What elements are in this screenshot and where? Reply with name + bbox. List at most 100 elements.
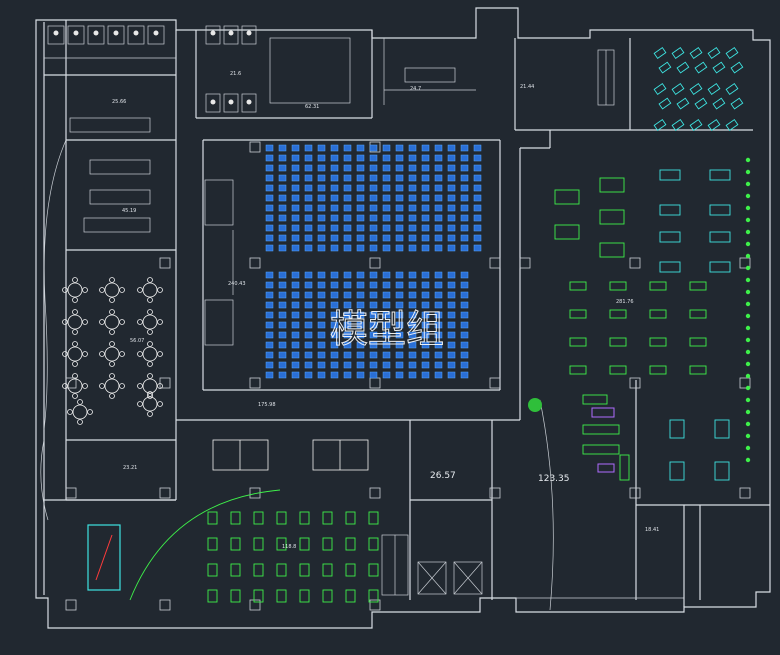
chair xyxy=(109,341,115,347)
seat xyxy=(291,351,300,359)
seat xyxy=(460,234,469,242)
round-table xyxy=(142,378,158,394)
seat xyxy=(408,291,417,299)
auditorium-seating xyxy=(265,144,482,379)
toilet-stall xyxy=(241,25,257,45)
lounge-chair xyxy=(725,119,739,131)
round-table xyxy=(72,404,88,420)
lounge-chair xyxy=(671,119,685,131)
seat xyxy=(317,281,326,289)
seat xyxy=(330,351,339,359)
arc-seating xyxy=(129,489,379,603)
treadmill xyxy=(609,281,627,291)
seat xyxy=(265,301,274,309)
seat xyxy=(382,144,391,152)
seat xyxy=(265,214,274,222)
lounge-chair xyxy=(653,83,667,95)
seat xyxy=(447,281,456,289)
seat xyxy=(408,214,417,222)
seat xyxy=(265,224,274,232)
seat xyxy=(291,224,300,232)
chair xyxy=(109,373,115,379)
seat xyxy=(382,341,391,349)
chair xyxy=(345,537,356,551)
cardio-machine xyxy=(669,419,685,439)
seat xyxy=(265,244,274,252)
seat xyxy=(265,331,274,339)
seat xyxy=(356,271,365,279)
seat xyxy=(343,301,352,309)
planter-dot xyxy=(745,169,751,175)
seat xyxy=(421,271,430,279)
seat xyxy=(447,174,456,182)
seat xyxy=(330,291,339,299)
treadmill xyxy=(689,337,707,347)
seat xyxy=(278,281,287,289)
seat xyxy=(434,174,443,182)
seat xyxy=(395,351,404,359)
seat xyxy=(369,271,378,279)
seat xyxy=(304,224,313,232)
seat xyxy=(291,321,300,329)
seat xyxy=(395,194,404,202)
chair xyxy=(299,537,310,551)
seat xyxy=(356,371,365,379)
seat xyxy=(447,234,456,242)
seat xyxy=(291,194,300,202)
seat xyxy=(343,164,352,172)
treadmill xyxy=(609,309,627,319)
seat xyxy=(434,154,443,162)
chair xyxy=(62,319,68,325)
seat xyxy=(330,371,339,379)
chair xyxy=(368,563,379,577)
seat xyxy=(421,144,430,152)
toilet-stall xyxy=(241,93,257,113)
seat xyxy=(434,214,443,222)
treadmill xyxy=(569,365,587,375)
chair xyxy=(147,309,153,315)
seat xyxy=(460,164,469,172)
seat xyxy=(473,204,482,212)
seat xyxy=(343,144,352,152)
chair xyxy=(137,351,143,357)
planter-dot xyxy=(745,325,751,331)
seat xyxy=(265,204,274,212)
chair xyxy=(157,319,163,325)
round-table xyxy=(67,314,83,330)
seat xyxy=(330,281,339,289)
chair xyxy=(368,511,379,525)
seat xyxy=(460,214,469,222)
seat xyxy=(265,291,274,299)
seat xyxy=(278,311,287,319)
weight-bench xyxy=(659,231,681,243)
chair xyxy=(147,393,153,399)
lounge-chair xyxy=(658,97,672,110)
treadmill xyxy=(609,337,627,347)
chair xyxy=(230,563,241,577)
toilet-stall xyxy=(205,93,221,113)
treadmill xyxy=(649,309,667,319)
chair xyxy=(99,287,105,293)
seat xyxy=(447,194,456,202)
seat xyxy=(356,164,365,172)
seat xyxy=(343,204,352,212)
seat xyxy=(317,361,326,369)
lounge-chairs xyxy=(653,47,744,131)
seat xyxy=(369,301,378,309)
chair xyxy=(72,277,78,283)
seat xyxy=(395,204,404,212)
seat xyxy=(330,224,339,232)
seat xyxy=(460,194,469,202)
planter-dot xyxy=(745,457,751,463)
seat xyxy=(343,194,352,202)
chair xyxy=(207,563,218,577)
seat xyxy=(278,224,287,232)
seat xyxy=(356,214,365,222)
seat xyxy=(408,184,417,192)
chair xyxy=(368,589,379,603)
seat xyxy=(434,271,443,279)
seat xyxy=(356,154,365,162)
chair xyxy=(137,287,143,293)
seat xyxy=(356,184,365,192)
seat xyxy=(460,321,469,329)
